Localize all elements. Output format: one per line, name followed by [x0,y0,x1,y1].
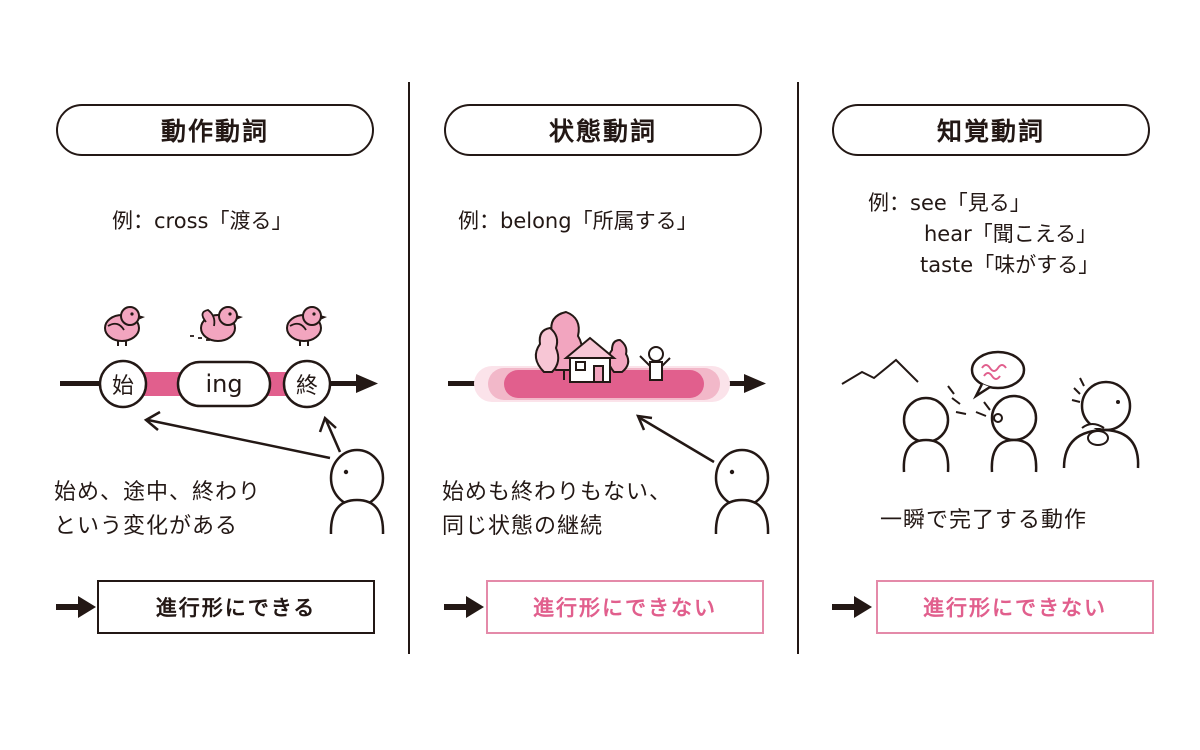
description-line: 一瞬で完了する動作 [880,508,1088,533]
title-label: 知覚動詞 [936,117,1045,146]
description-line: 始め、途中、終わり [54,480,262,505]
example-state-verbs: 例：belong「所属する」 [458,206,698,237]
title-label: 状態動詞 [548,117,657,146]
ing-label: ing [205,370,242,398]
column-divider-2 [797,82,799,654]
description-state-verbs: 始めも終わりもない、 同じ状態の継続 [442,476,672,544]
person-icon [714,448,770,535]
description-line: という変化がある [54,514,239,539]
speech-bubble-icon [970,350,1026,400]
person-seeing-icon [902,385,967,473]
description-perception-verbs: 一瞬で完了する動作 [880,504,1087,538]
arrow-right-icon [56,596,96,618]
end-circle [282,359,332,409]
example-line: taste「味がする」 [920,253,1100,277]
title-action-verbs: 動作動詞 [56,104,374,156]
timeline-arrowhead-icon [356,374,378,393]
arrow-right-icon [832,596,872,618]
arrow-right-icon [444,596,484,618]
bird-icon [190,306,243,342]
pointer-arrows [635,414,715,464]
title-perception-verbs: 知覚動詞 [832,104,1150,156]
example-line: 例：see「見る」 [868,191,1031,215]
example-perception-verbs: 例：see「見る」 hear「聞こえる」 taste「味がする」 [868,188,1099,281]
title-label: 動作動詞 [160,117,269,146]
description-line: 始めも終わりもない、 [442,480,673,505]
example-line: hear「聞こえる」 [924,222,1098,246]
person-icon [329,448,385,535]
small-figure-icon [639,346,671,381]
result-label: 進行形にできない [923,596,1107,620]
bird-icon [286,306,327,346]
description-line: 同じ状態の継続 [442,514,604,539]
start-circle [98,359,148,409]
example-line: 例：belong「所属する」 [458,209,698,233]
start-label: 始 [112,374,134,399]
ing-pill [176,360,272,408]
result-box-state-verbs: 進行形にできない [486,580,764,634]
person-tasting-icon [1062,377,1140,469]
result-box-action-verbs: 進行形にできる [97,580,375,634]
bird-icon [104,306,145,346]
mountain-icon [841,358,919,385]
house-icon [563,336,617,383]
result-label: 進行形にできる [155,596,317,620]
result-box-perception-verbs: 進行形にできない [876,580,1154,634]
timeline-arrowhead-icon [744,374,766,393]
person-hearing-icon [975,394,1038,473]
title-state-verbs: 状態動詞 [444,104,762,156]
example-line: 例：cross「渡る」 [112,209,293,233]
result-label: 進行形にできない [533,596,717,620]
pointer-arrows [143,410,342,460]
action-timeline: 始 ing 終 [60,359,378,409]
end-label: 終 [296,374,318,399]
description-action-verbs: 始め、途中、終わり という変化がある [54,476,261,544]
column-divider-1 [408,82,410,654]
example-action-verbs: 例：cross「渡る」 [112,206,292,237]
